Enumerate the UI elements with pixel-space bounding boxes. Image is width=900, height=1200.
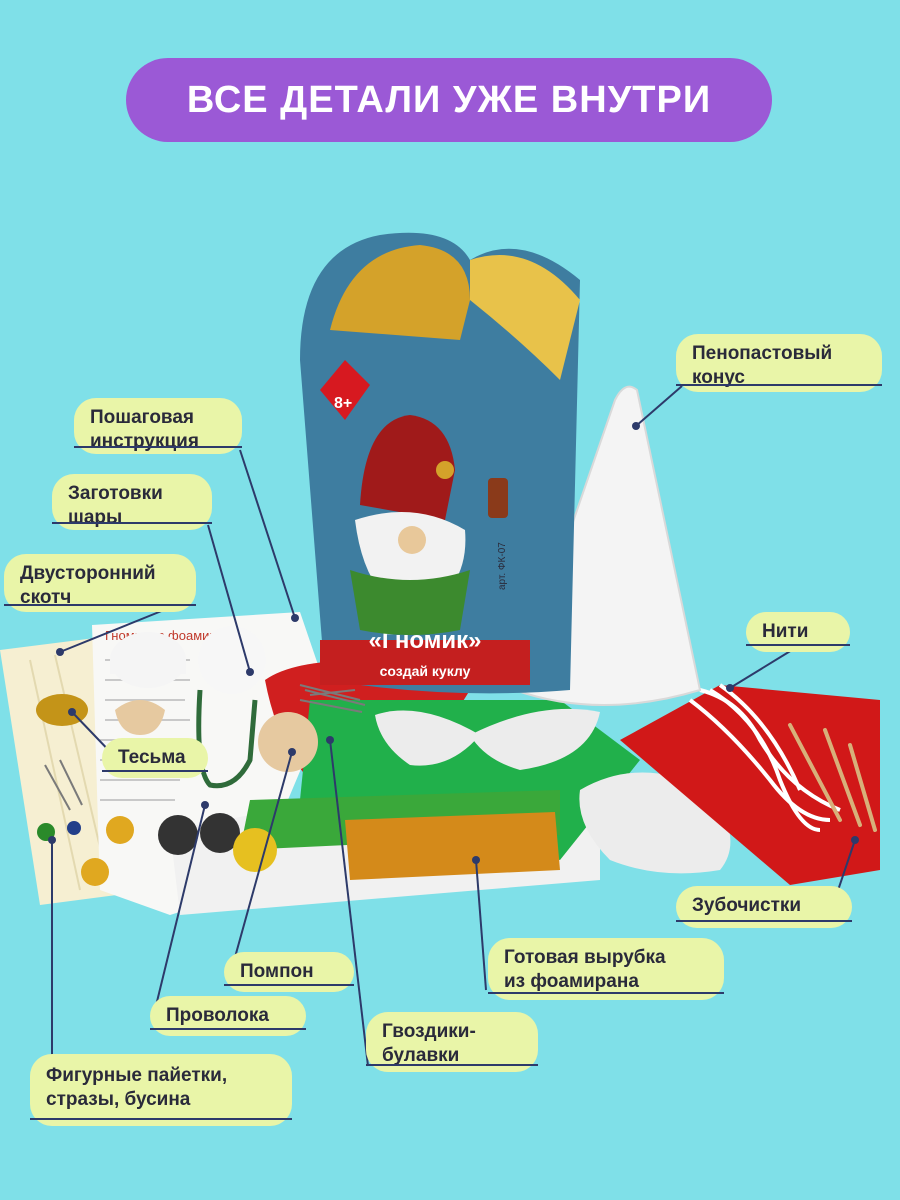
box-tagline: создай куклу: [380, 663, 471, 679]
underline: [366, 1064, 538, 1066]
underline: [74, 446, 242, 448]
label-instruction: Пошаговая инструкция: [74, 398, 242, 454]
underline: [102, 770, 208, 772]
underline: [488, 992, 724, 994]
underline: [676, 384, 882, 386]
toothpicks: [788, 723, 877, 832]
label-foam-cone: Пенопастовый конус: [676, 334, 882, 392]
label-toothpicks: Зубочистки: [676, 886, 852, 928]
box-article: арт. ФК-07: [497, 542, 508, 590]
label-tape: Двусторонний скотч: [4, 554, 196, 612]
threads: [688, 683, 841, 832]
gold-foam-strip: [345, 812, 560, 880]
underline: [52, 522, 212, 524]
underline: [224, 984, 354, 986]
braid: [36, 694, 88, 726]
label-cutout: Готовая вырубка из фоамирана: [488, 938, 724, 1000]
label-sequins: Фигурные пайетки, стразы, бусина: [30, 1054, 292, 1126]
label-balls: Заготовки шары: [52, 474, 212, 530]
label-wire: Проволока: [150, 996, 306, 1036]
pompom: [233, 828, 277, 872]
label-pins: Гвоздики- булавки: [366, 1012, 538, 1072]
box-age-badge: 8+: [334, 395, 352, 412]
sequin-snowflake: [106, 816, 134, 844]
banner-title: ВСЕ ДЕТАЛИ УЖЕ ВНУТРИ: [186, 78, 712, 121]
label-threads: Нити: [746, 612, 850, 652]
underline: [30, 1118, 292, 1120]
product-box: «Гномик» создай куклу 8+ арт. ФК-07: [300, 232, 580, 694]
underline: [4, 604, 196, 606]
foam-ball: [198, 626, 266, 694]
underline: [676, 920, 852, 922]
title-banner: ВСЕ ДЕТАЛИ УЖЕ ВНУТРИ: [126, 58, 772, 142]
underline: [746, 644, 850, 646]
glitter-circle: [158, 815, 198, 855]
pins: [44, 684, 366, 811]
label-braid: Тесьма: [102, 738, 208, 778]
underline: [150, 1028, 306, 1030]
wire: [196, 689, 258, 789]
wooden-bead: [258, 712, 318, 772]
label-pompom: Помпон: [224, 952, 354, 992]
